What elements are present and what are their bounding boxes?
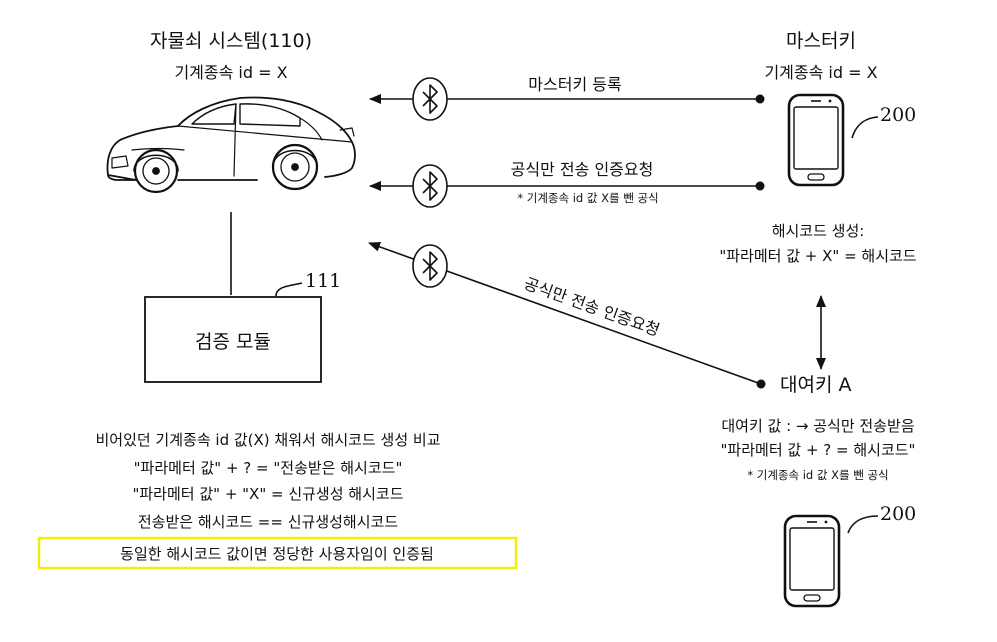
verify-text-line2: "파라메터 값" + ? = "전송받은 해시코드" — [134, 459, 403, 477]
master-key-leader — [851, 116, 879, 139]
verify-highlight-text: 동일한 해시코드 값이면 정당한 사용자임이 인증됨 — [120, 545, 434, 563]
master-hash-formula: "파라메터 값 + X" = 해시코드 — [719, 247, 916, 265]
auth-link-endpoint — [755, 181, 765, 191]
rental-link-endpoint — [756, 379, 766, 389]
verify-module-label: 검증 모듈 — [195, 331, 271, 353]
master-key-phone-icon — [787, 93, 845, 187]
verify-module: 검증 모듈 — [144, 296, 322, 383]
verify-text-line1: 비어있던 기계종속 id 값(X) 채워서 해시코드 생성 비교 — [95, 431, 440, 449]
system-title: 자물쇠 시스템(110) — [150, 30, 312, 52]
auth-link-label: 공식만 전송 인증요청 — [511, 160, 654, 179]
rental-key-leader — [847, 515, 879, 534]
verify-highlight-box — [37, 536, 518, 570]
register-link-label: 마스터키 등록 — [528, 75, 621, 94]
verify-text-line4: 전송받은 해시코드 == 신규생성해시코드 — [138, 513, 398, 531]
bluetooth-icon — [412, 244, 448, 288]
master-key-subtitle: 기계종속 id = X — [764, 63, 877, 82]
bluetooth-icon — [412, 164, 448, 208]
register-link-endpoint — [755, 94, 765, 104]
master-hash-caption: 해시코드 생성: — [772, 222, 865, 240]
rental-key-formula: "파라메터 값 + ? = 해시코드" — [721, 441, 916, 459]
auth-link-note: * 기계종속 id 값 X를 뺀 공식 — [517, 191, 658, 205]
verify-module-leader — [275, 282, 303, 297]
system-subtitle: 기계종속 id = X — [174, 63, 287, 82]
master-key-title: 마스터키 — [786, 30, 856, 52]
rental-key-value-line: 대여키 값 : → 공식만 전송받음 — [721, 417, 914, 435]
rental-key-label: 대여키 A — [780, 374, 851, 396]
master-key-ref-number: 200 — [880, 104, 916, 126]
rental-link-label: 공식만 전송 인증요청 — [522, 274, 663, 340]
bluetooth-icon — [412, 77, 448, 121]
rental-key-phone-icon — [783, 514, 841, 608]
car-icon — [106, 96, 356, 194]
rental-key-note: * 기계종속 id 값 X를 뺀 공식 — [747, 468, 888, 482]
verify-text-line3: "파라메터 값" + "X" = 신규생성 해시코드 — [132, 485, 403, 503]
verify-module-ref-number: 111 — [305, 270, 341, 292]
rental-key-ref-number: 200 — [880, 503, 916, 525]
